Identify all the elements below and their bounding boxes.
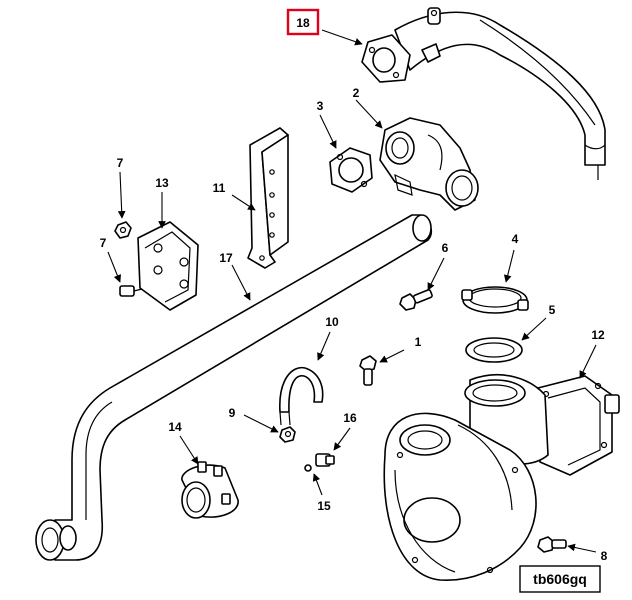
bolt-7-upper <box>114 221 132 239</box>
callout-3[interactable]: 3 <box>317 99 324 113</box>
callout-15[interactable]: 15 <box>317 499 331 513</box>
callout-17[interactable]: 17 <box>219 251 233 265</box>
callout-5[interactable]: 5 <box>549 303 556 317</box>
part-2-elbow <box>379 117 479 211</box>
callout-4[interactable]: 4 <box>512 232 519 246</box>
callout-6[interactable]: 6 <box>442 241 449 255</box>
callout-7-lower[interactable]: 7 <box>100 236 107 250</box>
callout-14[interactable]: 14 <box>168 420 182 434</box>
part-3-gasket <box>329 147 373 193</box>
callout-18[interactable]: 18 <box>296 16 310 30</box>
callout-8[interactable]: 8 <box>601 549 608 563</box>
callout-2[interactable]: 2 <box>353 86 360 100</box>
part-6-bolt <box>399 289 433 311</box>
callout-11[interactable]: 11 <box>213 181 226 195</box>
part-11-bracket <box>247 127 289 269</box>
part-5-ring <box>465 337 523 363</box>
callout-1[interactable]: 1 <box>415 335 422 349</box>
part-9-nut <box>279 426 296 443</box>
part-1-bolt <box>359 355 377 386</box>
figure-reference: tb606gq <box>519 565 601 593</box>
callout-7-upper[interactable]: 7 <box>117 156 124 170</box>
pump-body <box>383 412 537 581</box>
figure-reference-label: tb606gq <box>533 571 587 587</box>
part-15-washer <box>304 464 312 472</box>
highlight-box <box>286 8 320 36</box>
leader-lines <box>107 29 597 553</box>
part-13-mount <box>114 221 199 311</box>
callout-10[interactable]: 10 <box>325 315 339 329</box>
part-16-fitting <box>315 453 335 467</box>
callout-13[interactable]: 13 <box>155 176 169 190</box>
callout-16[interactable]: 16 <box>343 411 357 425</box>
callout-9[interactable]: 9 <box>229 406 236 420</box>
part-8-bolt <box>537 536 567 553</box>
callout-labels: 18 2 3 11 7 13 7 17 6 4 5 12 1 10 9 16 1… <box>100 16 608 563</box>
part-17-suction-pipe <box>35 214 432 561</box>
part-10-u-bolt <box>279 366 324 426</box>
part-18-upper-pipe <box>361 7 606 180</box>
callout-12[interactable]: 12 <box>591 328 605 342</box>
part-14-coupling <box>181 461 239 519</box>
part-4-clamp <box>461 286 529 314</box>
bolt-7-lower <box>119 285 143 297</box>
